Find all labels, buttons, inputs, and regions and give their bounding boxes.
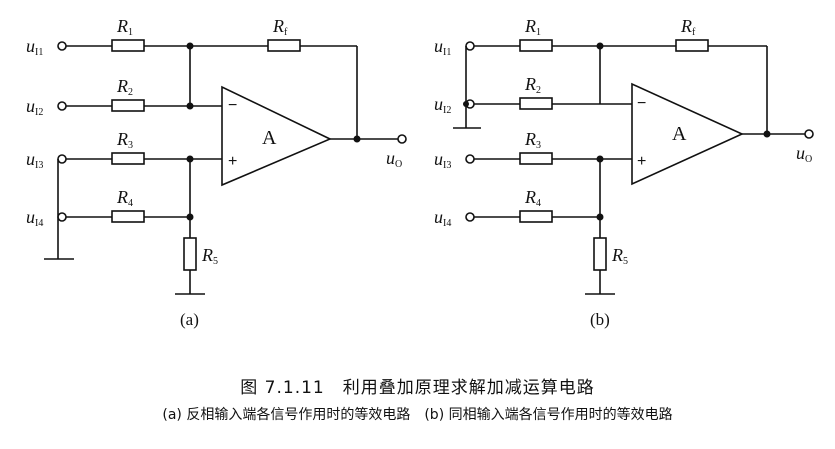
resistor-label-r4: R4: [116, 187, 133, 209]
noninverting-sign: +: [228, 153, 237, 170]
circuit-figure: uI1 uI2 uI3 uI4 R1 R2 R3 R4 R5 Rf A − + …: [26, 16, 814, 329]
circuit-a-labels: uI1 uI2 uI3 uI4 R1 R2 R3 R4 R5 Rf A − + …: [26, 16, 402, 329]
junction-dots: [186, 42, 771, 221]
output-label: uO: [796, 143, 812, 165]
resistor-label-r4: R4: [524, 187, 541, 209]
opamp-label: A: [262, 127, 277, 149]
resistor-label-r2: R2: [116, 76, 133, 98]
resistor-label-r1: R1: [116, 16, 133, 38]
input-label-ui3: uI3: [434, 149, 451, 171]
circuit-b-labels: uI1 uI2 uI3 uI4 R1 R2 R3 R4 R5 Rf A − + …: [434, 16, 812, 329]
resistor-label-r3: R3: [524, 129, 541, 151]
resistor-label-r1: R1: [524, 16, 541, 38]
resistor-label-rf: Rf: [680, 16, 696, 38]
subfigure-label-b: (b): [590, 310, 610, 329]
output-label: uO: [386, 148, 402, 170]
input-label-ui3: uI3: [26, 149, 43, 171]
resistor-label-rf: Rf: [272, 16, 288, 38]
subfigure-label-a: (a): [180, 310, 199, 329]
resistor-label-r2: R2: [524, 74, 541, 96]
input-label-ui1: uI1: [434, 36, 451, 58]
figure-caption-title: 图 7.1.11 利用叠加原理求解加减运算电路: [240, 378, 595, 398]
circuit-b-wires: [453, 39, 814, 295]
resistor-label-r5: R5: [201, 245, 218, 267]
input-label-ui4: uI4: [26, 207, 43, 229]
input-label-ui1: uI1: [26, 36, 43, 58]
noninverting-sign: +: [637, 153, 646, 170]
opamp-label: A: [672, 123, 687, 145]
resistor-label-r3: R3: [116, 129, 133, 151]
figure-caption-subtitle: (a) 反相输入端各信号作用时的等效电路 (b) 同相输入端各信号作用时的等效电…: [162, 407, 673, 423]
resistor-label-r5: R5: [611, 245, 628, 267]
input-label-ui2: uI2: [26, 96, 43, 118]
inverting-sign: −: [637, 95, 646, 112]
input-label-ui2: uI2: [434, 94, 451, 116]
inverting-sign: −: [228, 97, 237, 114]
input-label-ui4: uI4: [434, 207, 451, 229]
circuit-a-wires: [44, 39, 407, 295]
